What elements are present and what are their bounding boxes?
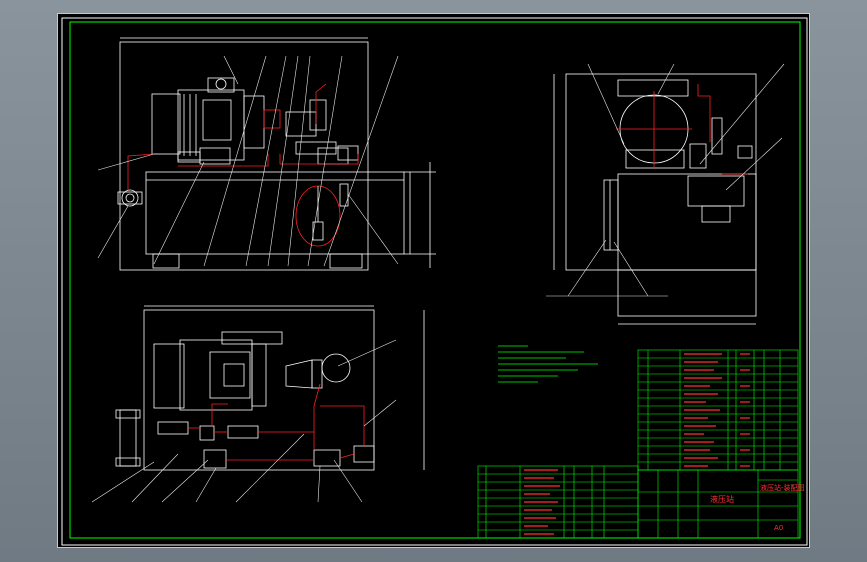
side-view: [546, 63, 785, 325]
parts-list-table-2: [477, 465, 639, 539]
title-company: 液压站: [710, 494, 734, 504]
title-sheet-size: A0: [774, 524, 783, 532]
front-view: [97, 37, 436, 271]
title-drawing-name: 液压站-装配图: [760, 483, 805, 492]
parts-list-table: [637, 349, 799, 471]
assembly-drawing: 液压站 液压站-装配图 A0: [61, 17, 808, 546]
sheet-outer-border: [61, 17, 808, 546]
title-block: [637, 469, 799, 539]
technical-notes: [498, 345, 598, 383]
cad-drawing-canvas[interactable]: 液压站 液压站-装配图 A0: [57, 13, 810, 548]
sheet-inner-border: [69, 21, 801, 539]
top-view: [91, 305, 425, 503]
